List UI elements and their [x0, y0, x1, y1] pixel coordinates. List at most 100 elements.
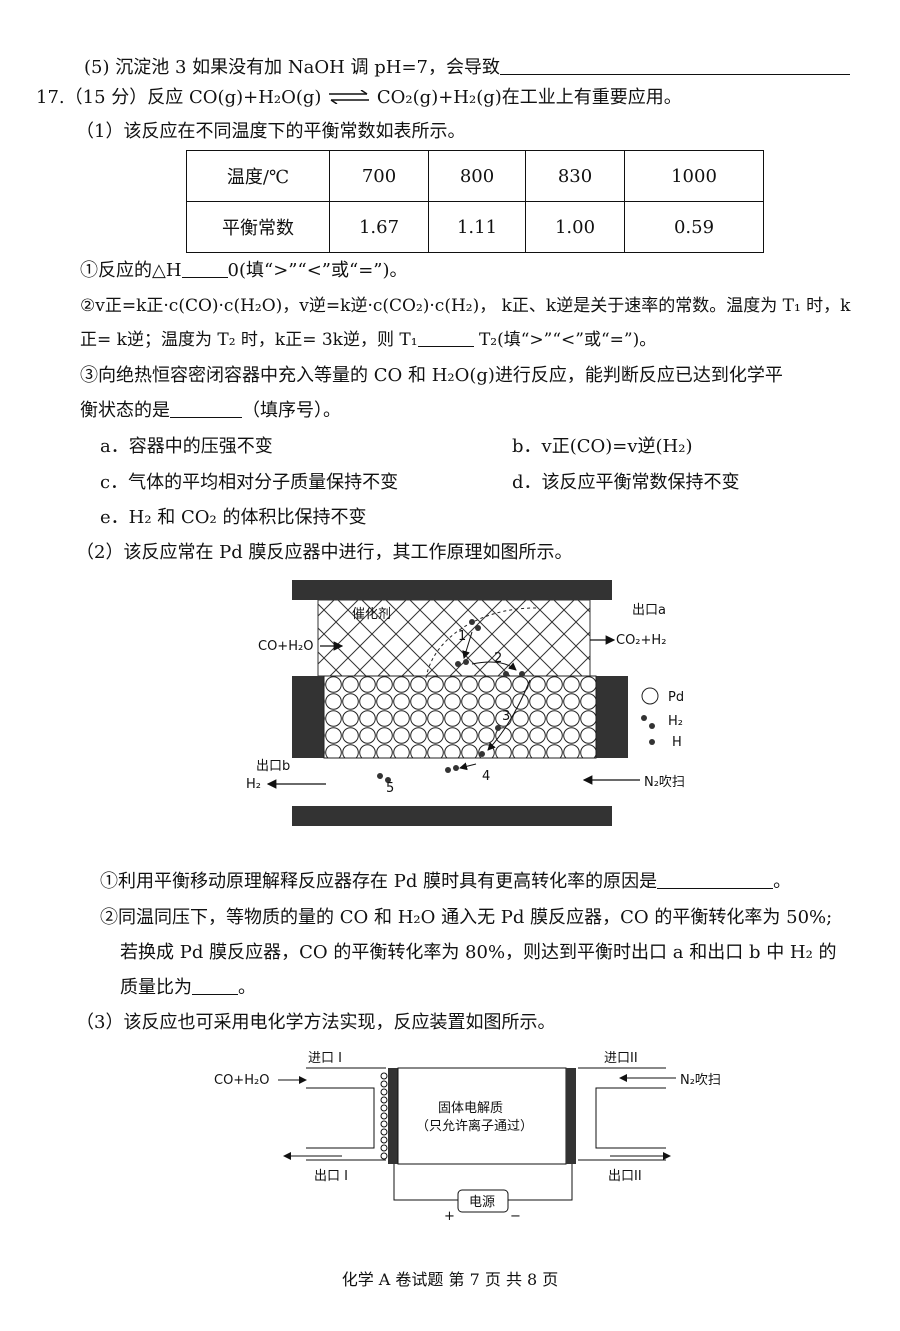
top-plate	[292, 580, 612, 600]
inlet1-label: 进口 I	[308, 1051, 342, 1066]
page-footer: 化学 A 卷试题 第 7 页 共 8 页	[341, 1270, 559, 1289]
option-d: d．该反应平衡常数保持不变	[512, 472, 740, 493]
table-row: 温度/℃ 700 800 830 1000	[186, 150, 764, 202]
step-number: 5	[386, 781, 394, 796]
table-cell: 700	[329, 150, 429, 202]
table-cell: 1.67	[329, 201, 429, 253]
part2-q2-line3: 质量比为 。	[120, 976, 256, 1000]
table-header-temperature: 温度/℃	[186, 150, 330, 202]
q17-score: （15 分）	[64, 87, 148, 108]
q17-reaction-suffix: 在工业上有重要应用。	[501, 87, 682, 108]
part3-intro: （3）该反应也可采用电化学方法实现，反应装置如图所示。	[76, 1012, 556, 1033]
answer-blank[interactable]	[499, 56, 850, 75]
question-text: 衡状态的是	[80, 400, 170, 421]
step-number: 4	[482, 769, 490, 784]
answer-blank[interactable]	[657, 870, 774, 889]
part2-q1: ①利用平衡移动原理解释反应器存在 Pd 膜时具有更高转化率的原因是 。	[100, 870, 791, 894]
question-text: 0(填“>”“<”或“=”)。	[227, 260, 408, 281]
q17-header: 17.（15 分）反应 CO(g)+H₂O(g) CO₂(g)+H₂(g)在工业…	[36, 86, 682, 110]
part1-q3-line1: ③向绝热恒容密闭容器中充入等量的 CO 和 H₂O(g)进行反应，能判断反应已达…	[80, 365, 783, 386]
legend-h-icon	[649, 739, 655, 745]
part2-intro: （2）该反应常在 Pd 膜反应器中进行，其工作原理如图所示。	[76, 542, 573, 563]
solid-electrolyte	[397, 1067, 567, 1165]
question-text: 质量比为	[120, 977, 192, 998]
answer-blank[interactable]	[192, 976, 238, 995]
part2-q2-line1: ②同温同压下，等物质的量的 CO 和 H₂O 通入无 Pd 膜反应器，CO 的平…	[100, 907, 833, 928]
product-label: CO₂+H₂	[616, 633, 666, 648]
membrane-left-support	[292, 676, 324, 758]
table-header-constant: 平衡常数	[186, 201, 330, 253]
reaction-rhs: CO₂(g)+H₂(g)	[376, 87, 502, 108]
anode-electrode	[388, 1068, 398, 1164]
cathode-electrode	[566, 1068, 576, 1164]
pd-membrane	[323, 675, 597, 759]
legend-pd-label: Pd	[668, 690, 684, 705]
catalyst-layer	[317, 599, 591, 677]
option-a: a．容器中的压强不变	[100, 436, 273, 457]
step-path	[471, 661, 517, 671]
electrolyte-note: （只允许离子通过）	[416, 1118, 533, 1134]
h2-molecule	[377, 773, 383, 779]
n2-label: N₂吹扫	[680, 1073, 721, 1088]
part1-q2-line1: ②v正=k正·c(CO)·c(H₂O)，v逆=k逆·c(CO₂)·c(H₂)， …	[80, 296, 851, 316]
part1-q3-line2: 衡状态的是 （填序号）。	[80, 399, 341, 423]
inlet2-label: 进口II	[604, 1051, 638, 1066]
legend-h2-icon	[641, 715, 647, 721]
q16-item5-num: (5)	[84, 57, 110, 78]
n2-label: N₂吹扫	[644, 775, 685, 790]
question-text: ①利用平衡移动原理解释反应器存在 Pd 膜时具有更高转化率的原因是	[100, 871, 658, 892]
electrolyte-label: 固体电解质	[438, 1101, 503, 1116]
inlet-label: CO+H₂O	[258, 639, 313, 654]
part2-q2-line2: 若换成 Pd 膜反应器，CO 的平衡转化率为 80%，则达到平衡时出口 a 和出…	[120, 942, 837, 963]
h2-molecule	[469, 619, 475, 625]
h2-molecule	[455, 661, 461, 667]
answer-blank[interactable]	[417, 328, 474, 347]
power-label: 电源	[469, 1195, 495, 1210]
pd-membrane-reactor-diagram: 催化剂 出口a CO+H₂O CO₂+H₂ 1 2 3 4 5 Pd H₂ H …	[246, 580, 685, 826]
option-c: c．气体的平均相对分子质量保持不变	[100, 472, 399, 493]
electrochemical-device-diagram: 进口 I CO+H₂O 出口 I 固体电解质 （只允许离子通过） 进口II N₂…	[214, 1051, 721, 1224]
table-cell: 800	[428, 150, 526, 202]
h-atom	[495, 725, 501, 731]
legend-h2-label: H₂	[668, 714, 683, 729]
catalyst-label: 催化剂	[352, 607, 391, 622]
table-cell: 1000	[624, 150, 764, 202]
answer-blank[interactable]	[181, 259, 228, 278]
outlet2-label: 出口II	[608, 1169, 642, 1184]
outlet-b-label: 出口b	[256, 759, 290, 774]
outlet1-label: 出口 I	[314, 1169, 348, 1184]
table-cell: 1.00	[525, 201, 625, 253]
porous-layer	[380, 1072, 388, 1160]
h2-out-label: H₂	[246, 777, 261, 792]
part1-q2-line2: 正= k逆；温度为 T₂ 时，k正= 3k逆，则 T₁ T₂(填“>”“<”或“…	[80, 328, 656, 352]
question-text: 正= k逆；温度为 T₂ 时，k正= 3k逆，则 T₁	[80, 330, 418, 350]
circuit-wire	[393, 1164, 458, 1201]
step-path	[459, 762, 477, 771]
membrane-right-support	[596, 676, 628, 758]
step-path	[462, 631, 473, 659]
table-cell: 830	[525, 150, 625, 202]
step-number: 1	[458, 629, 466, 644]
outlet-a-label: 出口a	[632, 603, 666, 618]
question-text: 。	[773, 871, 792, 892]
table-row: 平衡常数 1.67 1.11 1.00 0.59	[186, 201, 764, 253]
q16-item5-text: 沉淀池 3 如果没有加 NaOH 调 pH=7，会导致	[115, 57, 500, 78]
legend-pd-icon	[641, 687, 659, 705]
h-atom	[519, 671, 525, 677]
q16-item5: (5) 沉淀池 3 如果没有加 NaOH 调 pH=7，会导致	[84, 56, 850, 80]
answer-blank[interactable]	[170, 399, 242, 418]
step-number: 2	[494, 651, 502, 666]
feed-label: CO+H₂O	[214, 1073, 269, 1088]
table-cell: 1.11	[428, 201, 526, 253]
table-cell: 0.59	[624, 201, 764, 253]
h-atom	[503, 671, 509, 677]
option-b: b．v正(CO)=v逆(H₂)	[512, 436, 693, 457]
circuit-wire	[508, 1164, 573, 1201]
h2-molecule	[445, 767, 451, 773]
equilibrium-arrow-icon	[329, 89, 370, 105]
question-text: （填序号）。	[242, 400, 341, 421]
question-text: 。	[238, 977, 256, 998]
reaction-zone-outline	[425, 607, 539, 679]
q17-reaction-prefix: 反应	[147, 87, 190, 108]
